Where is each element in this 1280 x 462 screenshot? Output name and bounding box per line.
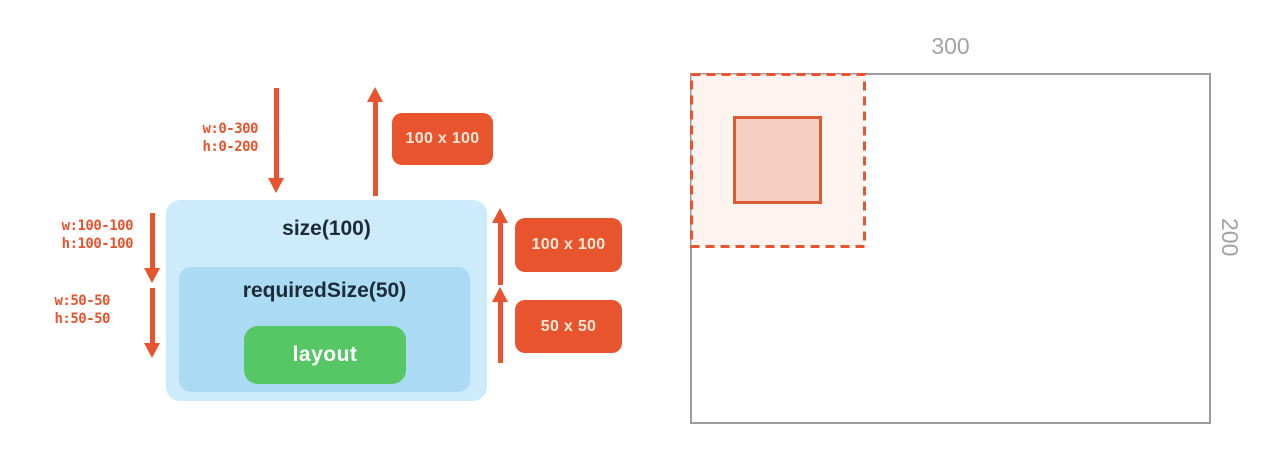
- constraint-label-required-size: w:50-50 h:50-50: [15, 292, 110, 328]
- size-modifier-label: size(100): [282, 217, 371, 240]
- size-modifier-box: size(100) requiredSize(50) layout: [166, 200, 487, 401]
- constraint-height: h:100-100: [61, 236, 134, 252]
- size-badge: 50 x 50: [515, 300, 622, 353]
- layout-node-box: layout: [244, 326, 406, 384]
- down-arrow-icon: [144, 213, 160, 283]
- placed-content-square: [733, 116, 822, 204]
- size-badge: 100 x 100: [515, 218, 622, 272]
- constraint-height: h:0-200: [202, 139, 258, 155]
- down-arrow-icon: [144, 288, 160, 358]
- size-badge-label: 100 x 100: [405, 130, 480, 147]
- down-arrow-icon: [268, 88, 284, 193]
- size-badge-label: 100 x 100: [531, 236, 606, 253]
- constraint-width: w:50-50: [54, 293, 110, 309]
- up-arrow-icon: [367, 87, 383, 196]
- required-size-modifier-label: requiredSize(50): [242, 279, 407, 302]
- constraint-label-incoming: w:0-300 h:0-200: [148, 120, 258, 156]
- constraint-width: w:0-300: [202, 121, 258, 137]
- up-arrow-icon: [492, 287, 508, 363]
- size-badge-label: 50 x 50: [540, 317, 597, 335]
- constraint-label-size: w:100-100 h:100-100: [23, 217, 134, 253]
- size-badge: 100 x 100: [392, 113, 493, 165]
- constraint-width: w:100-100: [61, 218, 134, 234]
- up-arrow-icon: [492, 208, 508, 285]
- required-size-modifier-box: requiredSize(50) layout: [179, 267, 470, 392]
- constraint-height: h:50-50: [54, 311, 110, 327]
- layout-node-label: layout: [292, 343, 358, 366]
- height-dimension-label: 200: [1217, 218, 1243, 257]
- width-dimension-label: 300: [931, 33, 970, 59]
